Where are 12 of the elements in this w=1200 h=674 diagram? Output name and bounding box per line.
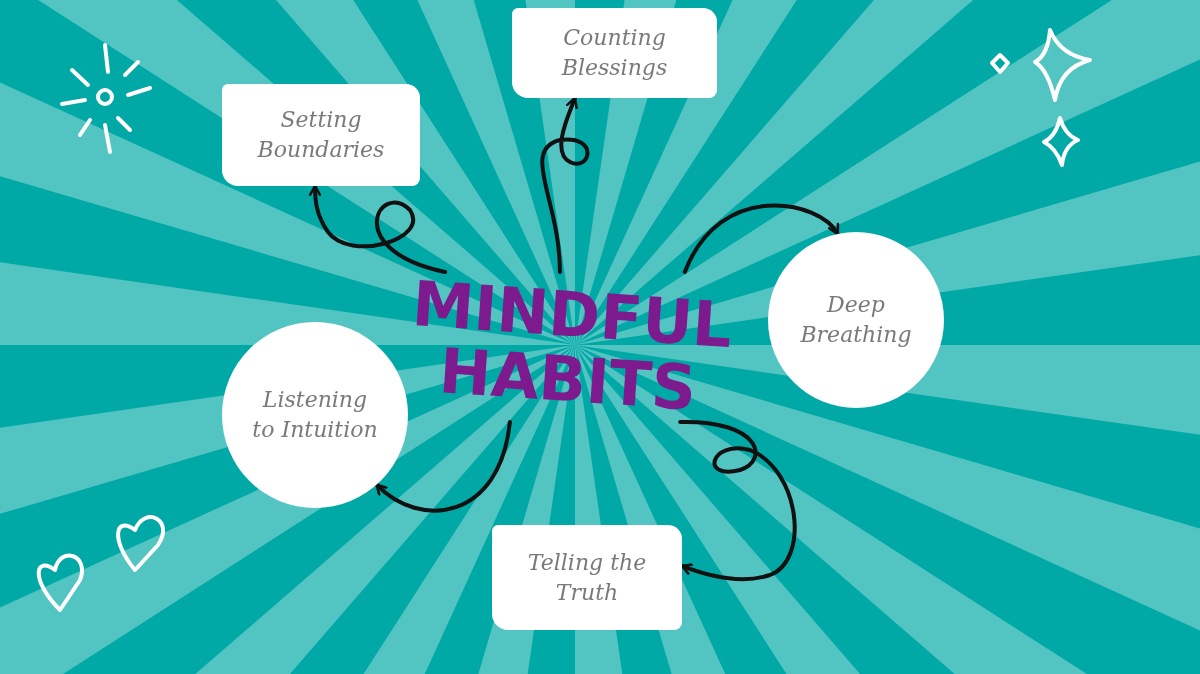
habit-text: Counting Blessings xyxy=(560,24,669,82)
brush-stroke-label xyxy=(222,84,420,186)
habit-text: Listening to Intuition xyxy=(251,386,379,444)
brush-stroke-label xyxy=(512,8,717,98)
habit-text: Deep Breathing xyxy=(799,291,913,349)
curly-arrow xyxy=(682,203,840,274)
title-text: MINDFUL HABITS xyxy=(408,270,736,424)
habit-text: Telling the Truth xyxy=(526,548,648,607)
brush-stroke-label xyxy=(492,525,682,630)
curly-arrow xyxy=(374,420,512,513)
curly-arrow xyxy=(678,420,797,582)
habit-text: Setting Boundaries xyxy=(256,106,386,164)
